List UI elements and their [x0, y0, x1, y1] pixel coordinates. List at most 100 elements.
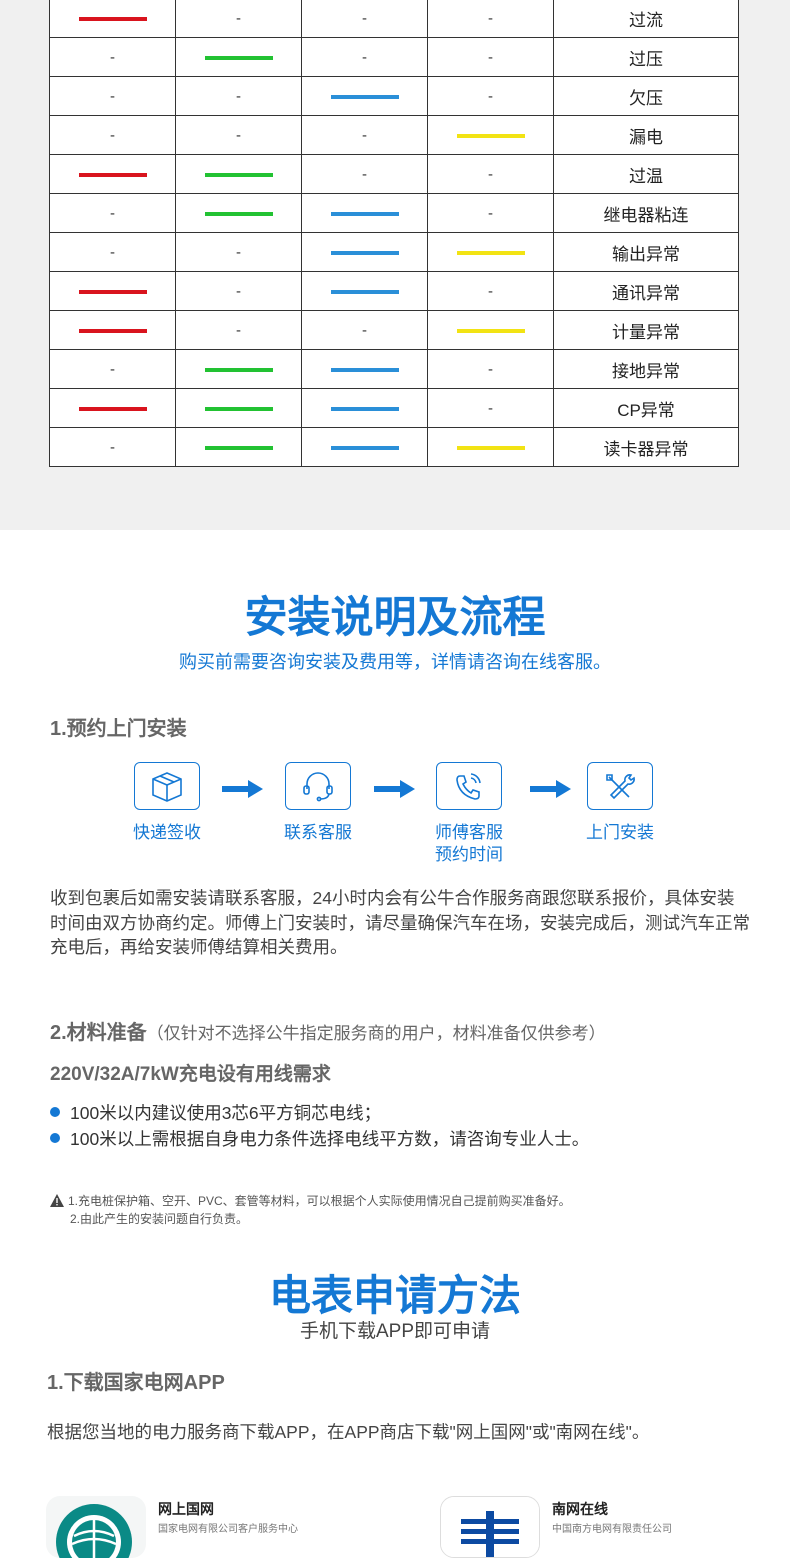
- table-row: --输出异常: [49, 232, 739, 272]
- materials-heading: 2.材料准备（仅针对不选择公牛指定服务商的用户，材料准备仅供参考）: [50, 1016, 606, 1045]
- indicator-cell: -: [49, 427, 176, 467]
- fault-name-cell: 过压: [553, 37, 739, 77]
- indicator-off-dash: -: [362, 49, 367, 66]
- indicator-off-dash: -: [110, 439, 115, 456]
- indicator-cell: -: [301, 310, 428, 350]
- fault-name-cell: 漏电: [553, 115, 739, 155]
- warning-line-1: 1.充电桩保护箱、空开、PVC、套管等材料，可以根据个人实际使用情况自己提前购买…: [68, 1194, 571, 1208]
- install-subtitle: 购买前需要咨询安装及费用等，详情请咨询在线客服。: [179, 652, 611, 672]
- headset-icon: [285, 762, 351, 810]
- indicator-cell: -: [427, 271, 554, 311]
- indicator-light-bar: [78, 172, 147, 177]
- indicator-off-dash: -: [110, 88, 115, 105]
- indicator-cell: [49, 271, 176, 311]
- table-row: - - - 欠压: [49, 76, 739, 116]
- indicator-light-bar: [330, 289, 399, 294]
- fault-name-cell: 欠压: [553, 76, 739, 116]
- indicator-cell: [49, 0, 176, 38]
- fault-name-cell: 继电器粘连: [553, 193, 739, 233]
- indicator-light-bar: [204, 211, 273, 216]
- indicator-cell: [427, 232, 554, 272]
- table-row: - - 通讯异常: [49, 271, 739, 311]
- indicator-off-dash: -: [362, 10, 367, 27]
- indicator-off-dash: -: [488, 10, 493, 27]
- indicator-cell: -: [175, 115, 302, 155]
- indicator-cell: -: [427, 37, 554, 77]
- indicator-cell: [301, 271, 428, 311]
- indicator-cell: [301, 76, 428, 116]
- indicator-cell: -: [49, 76, 176, 116]
- indicator-cell: -: [427, 193, 554, 233]
- indicator-off-dash: -: [236, 244, 241, 261]
- indicator-cell: -: [427, 76, 554, 116]
- indicator-cell: [175, 388, 302, 428]
- indicator-cell: -: [301, 0, 428, 38]
- indicator-light-bar: [330, 367, 399, 372]
- table-row: ---漏电: [49, 115, 739, 155]
- indicator-cell: [49, 388, 176, 428]
- indicator-off-dash: -: [362, 166, 367, 183]
- indicator-cell: [427, 115, 554, 155]
- indicator-cell: [49, 310, 176, 350]
- fault-indicator-table: ---过流---过压---欠压---漏电--过温--继电器粘连--输出异常--通…: [49, 0, 739, 467]
- indicator-off-dash: -: [488, 166, 493, 183]
- app-publisher: 国家电网有限公司客户服务中心: [158, 1524, 298, 1535]
- china-southern-grid-logo-icon: [440, 1496, 540, 1558]
- indicator-cell: [175, 154, 302, 194]
- indicator-cell: -: [427, 0, 554, 38]
- indicator-light-bar: [204, 445, 273, 450]
- indicator-cell: [301, 349, 428, 389]
- indicator-cell: [49, 154, 176, 194]
- fault-name-cell: 读卡器异常: [553, 427, 739, 467]
- install-description: 收到包裹后如需安装请联系客服，24小时内会有公牛合作服务商跟您联系报价，具体安装…: [50, 888, 750, 957]
- indicator-off-dash: -: [110, 361, 115, 378]
- indicator-cell: [301, 193, 428, 233]
- step-delivery: 快递签收: [102, 762, 232, 844]
- indicator-light-bar: [330, 406, 399, 411]
- warning-icon: [50, 1194, 64, 1207]
- indicator-cell: [427, 310, 554, 350]
- bullet-dot-icon: [50, 1107, 60, 1118]
- step-label: 师傅客服 预约时间: [435, 823, 503, 864]
- materials-heading-note: （仅针对不选择公牛指定服务商的用户，材料准备仅供参考）: [146, 1024, 606, 1043]
- indicator-cell: -: [427, 154, 554, 194]
- indicator-cell: [175, 37, 302, 77]
- step-onsite-install: 上门安装: [555, 762, 685, 844]
- indicator-off-dash: -: [236, 88, 241, 105]
- indicator-cell: [427, 427, 554, 467]
- indicator-cell: -: [49, 349, 176, 389]
- bullet-text: 100米以内建议使用3芯6平方铜芯电线；: [70, 1103, 382, 1123]
- indicator-off-dash: -: [110, 127, 115, 144]
- indicator-off-dash: -: [488, 205, 493, 222]
- indicator-off-dash: -: [488, 283, 493, 300]
- fault-name-cell: CP异常: [553, 388, 739, 428]
- install-section-title: 安装说明及流程: [244, 593, 546, 643]
- materials-warning: 1.充电桩保护箱、空开、PVC、套管等材料，可以根据个人实际使用情况自己提前购买…: [50, 1192, 571, 1228]
- state-grid-logo-icon: [46, 1496, 146, 1558]
- fault-name-cell: 接地异常: [553, 349, 739, 389]
- download-app-heading: 1.下载国家电网APP: [47, 1372, 225, 1394]
- indicator-off-dash: -: [236, 283, 241, 300]
- meter-section-title: 电表申请方法: [268, 1271, 521, 1320]
- indicator-off-dash: -: [488, 400, 493, 417]
- indicator-light-bar: [78, 406, 147, 411]
- materials-heading-label: 2.材料准备: [50, 1022, 147, 1044]
- indicator-off-dash: -: [236, 127, 241, 144]
- app-name: 南网在线: [552, 1501, 608, 1517]
- indicator-light-bar: [204, 172, 273, 177]
- indicator-off-dash: -: [362, 322, 367, 339]
- indicator-light-bar: [78, 16, 147, 21]
- arrow-right-icon: [530, 779, 572, 804]
- indicator-off-dash: -: [488, 88, 493, 105]
- step-label: 快递签收: [133, 823, 201, 842]
- fault-name-cell: 通讯异常: [553, 271, 739, 311]
- indicator-cell: -: [175, 310, 302, 350]
- indicator-off-dash: -: [488, 361, 493, 378]
- indicator-light-bar: [330, 445, 399, 450]
- list-item: 100米以内建议使用3芯6平方铜芯电线；: [50, 1100, 381, 1125]
- bullet-text: 100米以上需根据自身电力条件选择电线平方数，请咨询专业人士。: [70, 1129, 590, 1149]
- table-row: - 读卡器异常: [49, 427, 739, 467]
- indicator-cell: -: [427, 388, 554, 428]
- indicator-cell: [301, 388, 428, 428]
- indicator-off-dash: -: [236, 10, 241, 27]
